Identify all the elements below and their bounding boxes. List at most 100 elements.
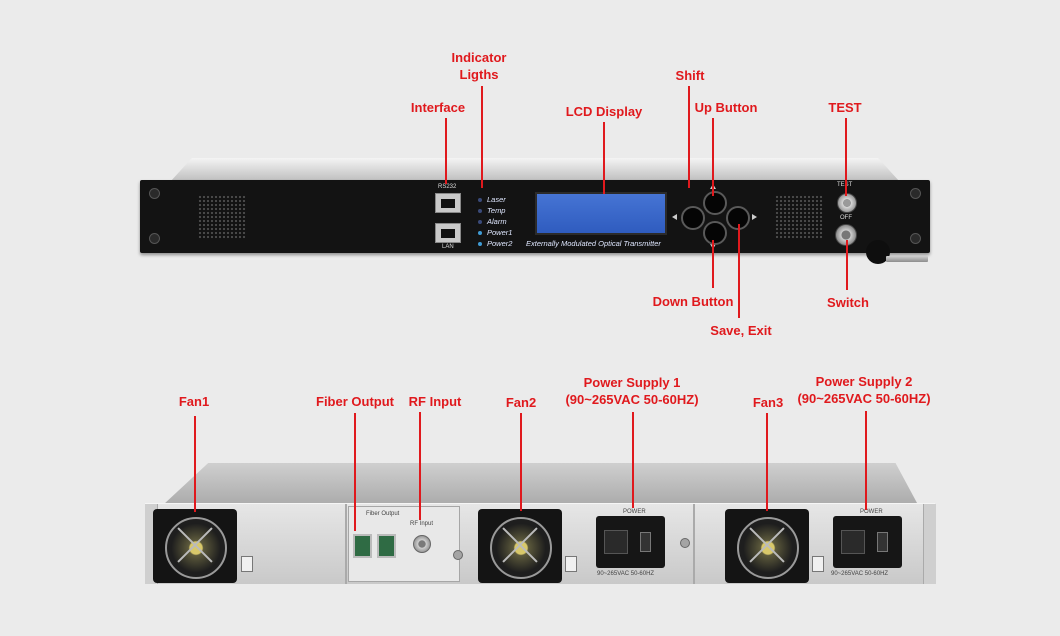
callout-power-supply-1: Power Supply 1 (90~265VAC 50-60HZ) <box>552 374 712 408</box>
rear-side-strip-right <box>923 504 936 584</box>
down-button-line <box>712 240 714 288</box>
module-divider <box>693 504 695 584</box>
vent-grille-right <box>775 195 823 239</box>
fan2 <box>478 509 562 583</box>
callout-lcd-display: LCD Display <box>565 104 643 119</box>
test-port[interactable] <box>837 193 857 213</box>
fiber-output-port-2[interactable] <box>377 534 396 558</box>
power-supply-2[interactable] <box>833 516 902 568</box>
grounding-screw-icon <box>453 550 463 560</box>
indicator-label: Power2 <box>487 239 513 248</box>
callout-save-exit: Save, Exit <box>710 323 772 338</box>
fan3 <box>725 509 809 583</box>
callout-fan1: Fan1 <box>178 394 210 409</box>
ac-inlet-icon <box>841 530 865 554</box>
callout-switch: Switch <box>827 295 869 310</box>
led-icon <box>478 197 482 202</box>
lcd-display <box>535 192 667 235</box>
callout-up-button: Up Button <box>694 100 758 115</box>
save-exit-line <box>738 224 740 318</box>
indicator-label: Alarm <box>487 217 507 226</box>
rs232-port[interactable] <box>435 193 461 213</box>
shift-button[interactable] <box>681 206 705 230</box>
off-label: OFF <box>840 215 852 221</box>
power-rating-2: 90~265VAC 50-60HZ <box>831 571 889 577</box>
callout-test: TEST <box>828 100 862 115</box>
fan1-connector <box>241 556 253 572</box>
power-switch[interactable] <box>640 532 651 552</box>
down-button[interactable] <box>703 221 727 245</box>
rack-screw-icon <box>910 188 921 199</box>
key-blade <box>886 256 928 262</box>
lan-label: LAN <box>442 244 454 250</box>
callout-fan3: Fan3 <box>752 395 784 410</box>
indicator-power2: Power2 <box>478 238 512 249</box>
led-icon <box>478 241 482 246</box>
rf-input-label: RF Input <box>410 521 434 527</box>
power-rating-1: 90~265VAC 50-60HZ <box>597 571 655 577</box>
switch-line <box>846 240 848 290</box>
shift-line <box>688 86 690 188</box>
rear-chassis-top <box>160 463 920 507</box>
power-label-1: POWER <box>623 509 646 515</box>
callout-power-supply-1-line1: Power Supply 1 <box>583 375 681 390</box>
model-caption: Externally Modulated Optical Transmitter <box>526 239 661 248</box>
front-chassis-top <box>170 158 900 182</box>
callout-power-supply-2: Power Supply 2 (90~265VAC 50-60HZ) <box>784 373 944 407</box>
fan1 <box>153 509 237 583</box>
ac-inlet-icon <box>604 530 628 554</box>
indicator-label: Temp <box>487 206 506 215</box>
indicator-laser: Laser <box>478 194 512 205</box>
indicator-panel: Laser Temp Alarm Power1 Power2 <box>478 194 512 249</box>
fiber-output-line <box>354 413 356 531</box>
callout-indicator-line1: Indicator <box>451 50 507 65</box>
led-icon <box>478 219 482 224</box>
fan1-line <box>194 416 196 512</box>
interface-line <box>445 118 447 184</box>
lan-port[interactable] <box>435 223 461 243</box>
rack-screw-icon <box>910 233 921 244</box>
indicator-alarm: Alarm <box>478 216 512 227</box>
callout-rf-input: RF Input <box>408 394 462 409</box>
callout-fiber-output: Fiber Output <box>316 394 394 409</box>
rs232-label: RS232 <box>438 184 457 190</box>
indicator-power1: Power1 <box>478 227 512 238</box>
power-supply-1[interactable] <box>596 516 665 568</box>
indicator-label: Power1 <box>487 228 513 237</box>
callout-down-button: Down Button <box>652 294 734 309</box>
callout-indicator-line2: Ligths <box>459 67 499 82</box>
indicator-temp: Temp <box>478 205 512 216</box>
indicator-line <box>481 86 483 188</box>
up-button-line <box>712 118 714 196</box>
power-label-2: POWER <box>860 509 883 515</box>
rf-input-port[interactable] <box>413 535 431 553</box>
module-divider <box>345 504 347 584</box>
panel-screw-icon <box>680 538 690 548</box>
front-panel: RS232 LAN Laser Temp Alarm Power1 <box>140 180 930 253</box>
up-button[interactable] <box>703 191 727 215</box>
callout-power-supply-2-line1: Power Supply 2 <box>815 374 913 389</box>
callout-shift: Shift <box>675 68 705 83</box>
test-label: TEST <box>837 182 852 188</box>
rack-screw-icon <box>149 233 160 244</box>
power-supply-1-line <box>632 412 634 508</box>
left-arrow-icon <box>672 214 677 220</box>
fiber-output-port-1[interactable] <box>353 534 372 558</box>
vent-grille-left <box>198 195 246 239</box>
power-switch[interactable] <box>877 532 888 552</box>
fan3-connector <box>812 556 824 572</box>
rack-screw-icon <box>149 188 160 199</box>
callout-power-supply-2-line2: (90~265VAC 50-60HZ) <box>797 391 931 406</box>
rear-panel: Fiber Output RF Input POWER 90~265VAC 50… <box>145 503 936 584</box>
right-arrow-icon <box>752 214 757 220</box>
callout-indicator-lights: Indicator Ligths <box>437 49 521 83</box>
callout-fan2: Fan2 <box>505 395 537 410</box>
fan2-connector <box>565 556 577 572</box>
power-supply-2-line <box>865 411 867 510</box>
indicator-label: Laser <box>487 195 506 204</box>
rf-input-line <box>419 412 421 520</box>
fan3-line <box>766 413 768 511</box>
callout-interface: Interface <box>410 100 466 115</box>
callout-power-supply-1-line2: (90~265VAC 50-60HZ) <box>565 392 699 407</box>
led-icon <box>478 230 482 235</box>
